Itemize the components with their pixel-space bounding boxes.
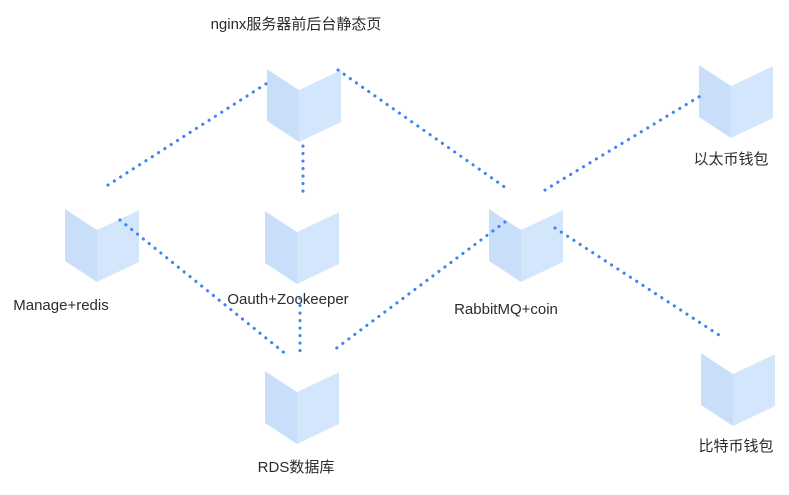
server-node-oauth[interactable]: Oauth+Zookeeper — [227, 190, 349, 308]
node-label-btc-wallet: 比特币钱包 — [698, 438, 774, 455]
server-icon — [701, 333, 775, 426]
node-label-oauth: Oauth+Zookeeper — [227, 291, 349, 308]
server-node-rabbitmq[interactable]: RabbitMQ+coin — [454, 188, 564, 318]
connection-nginx-rabbitmq — [336, 68, 508, 190]
connection-manage-nginx — [106, 78, 274, 187]
server-node-btc-wallet[interactable]: 比特币钱包 — [698, 332, 776, 455]
node-label-manage: Manage+redis — [13, 297, 109, 314]
server-node-eth-wallet[interactable]: 以太币钱包 — [693, 44, 774, 168]
node-label-nginx: nginx服务器前后台静态页 — [210, 16, 382, 33]
node-label-eth-wallet: 以太币钱包 — [693, 151, 769, 168]
connection-rabbitmq-rds — [332, 220, 507, 352]
server-node-manage[interactable]: Manage+redis — [13, 188, 140, 314]
server-icon — [489, 189, 563, 282]
server-icon — [265, 191, 339, 284]
connection-rabbitmq-btc-wallet — [553, 226, 724, 339]
server-icon — [699, 45, 773, 138]
server-node-rds[interactable]: RDS数据库 — [258, 350, 340, 476]
node-label-rabbitmq: RabbitMQ+coin — [454, 301, 558, 318]
node-label-rds: RDS数据库 — [257, 459, 335, 476]
server-icon — [267, 49, 341, 142]
server-node-nginx[interactable]: nginx服务器前后台静态页 — [211, 16, 381, 144]
server-icon — [65, 189, 139, 282]
connection-rabbitmq-eth-wallet — [543, 93, 704, 192]
connection-manage-rds — [118, 218, 289, 357]
server-icon — [265, 351, 339, 444]
